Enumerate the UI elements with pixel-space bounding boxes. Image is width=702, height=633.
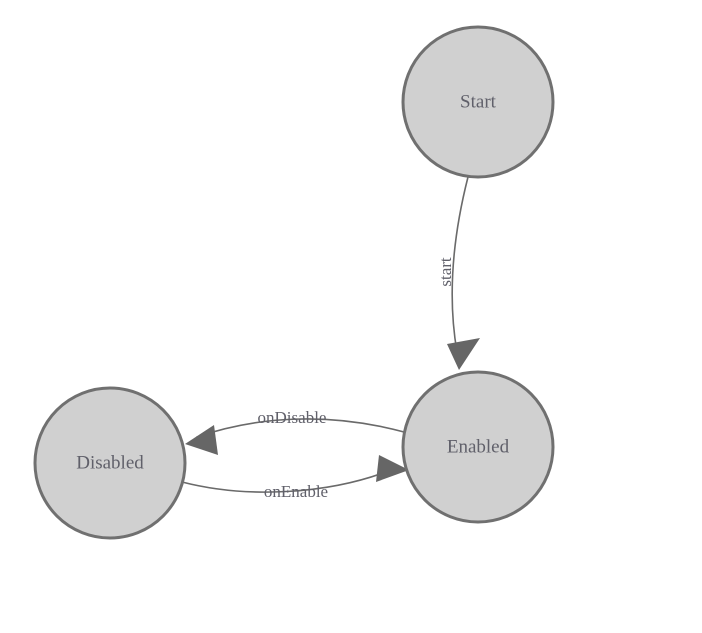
state-node-disabled[interactable]: Disabled (33, 386, 187, 540)
edge-enabled-to-disabled[interactable]: onDisable (185, 408, 405, 455)
state-node-start[interactable]: Start (401, 25, 555, 179)
edge-path-onenable (181, 472, 384, 493)
state-node-start-label: Start (460, 91, 497, 112)
edge-path-start (451, 176, 469, 353)
state-node-enabled-label: Enabled (447, 436, 510, 457)
state-node-start-shape (401, 25, 555, 179)
state-node-disabled-label: Disabled (76, 452, 144, 473)
arrowhead-into-disabled (185, 425, 218, 455)
edge-label-start: start (436, 257, 455, 287)
edge-start-to-enabled[interactable]: start (436, 176, 480, 370)
edge-disabled-to-enabled[interactable]: onEnable (181, 455, 409, 501)
edge-path-ondisable (196, 418, 405, 438)
state-node-enabled-shape (401, 370, 555, 524)
edge-label-onenable: onEnable (264, 482, 328, 501)
state-node-disabled-shape (33, 386, 187, 540)
edge-label-ondisable: onDisable (258, 408, 327, 427)
arrowhead-into-enabled-left (376, 455, 409, 482)
arrowhead-into-enabled-top (447, 338, 480, 370)
state-node-enabled[interactable]: Enabled (401, 370, 555, 524)
